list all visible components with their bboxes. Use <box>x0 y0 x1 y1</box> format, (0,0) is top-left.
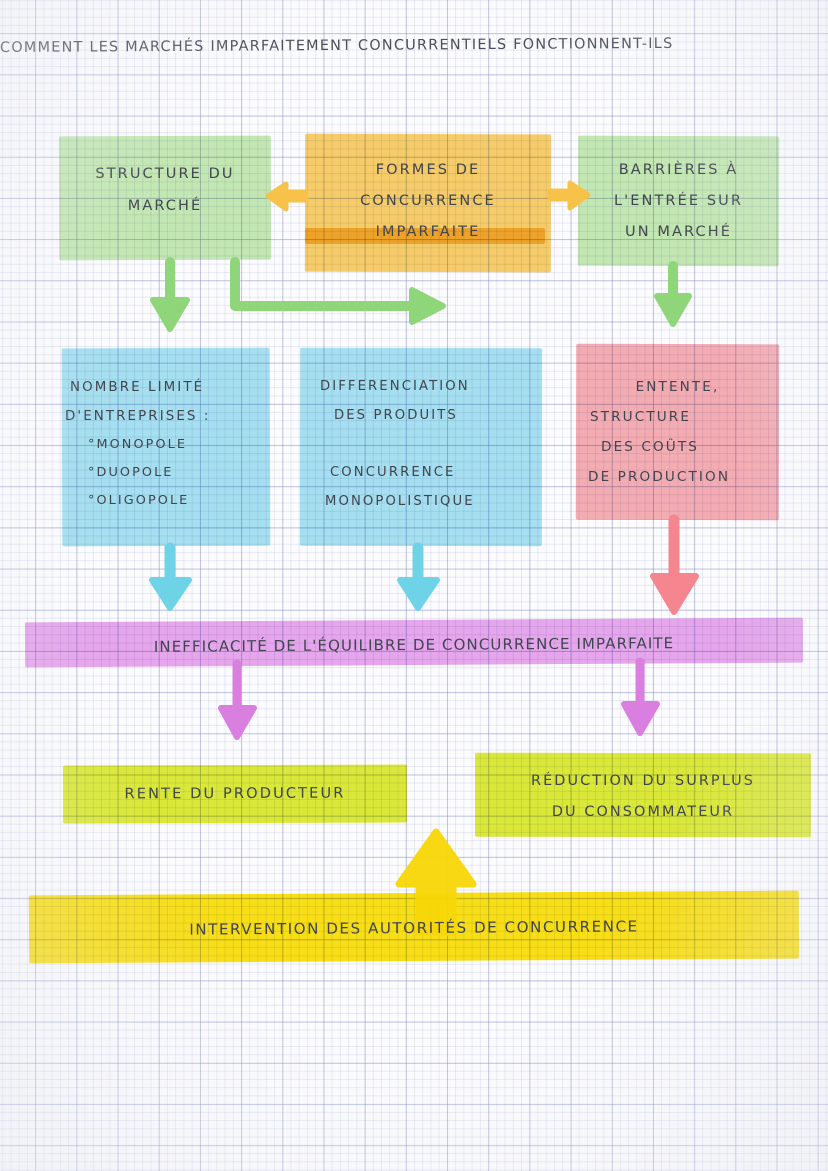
box-reduction-du-surplus[interactable] <box>474 752 812 838</box>
box-structure-du-marche[interactable] <box>58 135 272 261</box>
box-differenciation-des-produits[interactable] <box>299 347 543 547</box>
box-entente-structure-des-couts[interactable] <box>575 343 780 521</box>
box-formes-underline-smudge <box>305 228 545 244</box>
box-nombre-limite-dentreprises[interactable] <box>61 347 271 547</box>
box-formes-de-concurrence[interactable] <box>304 133 552 273</box>
box-barrieres-a-lentree[interactable] <box>577 135 780 267</box>
box-rente-du-producteur[interactable] <box>62 764 408 824</box>
banner-intervention-autorites[interactable] <box>28 890 800 964</box>
banner-inefficacite-equilibre[interactable] <box>24 617 804 668</box>
